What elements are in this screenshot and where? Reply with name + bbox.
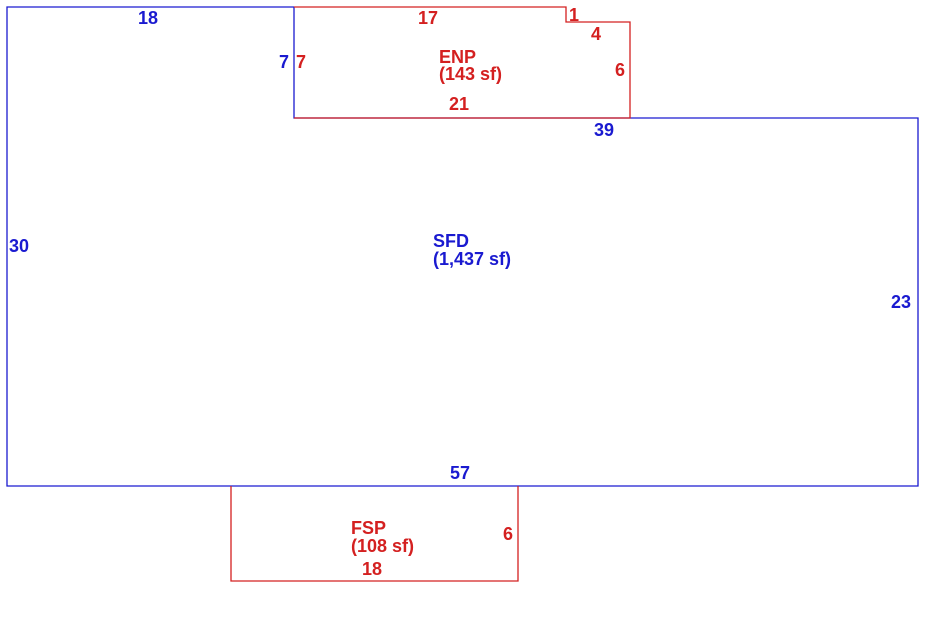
enp-left-dimension: 7 <box>296 52 306 72</box>
enp-area-size: (143 sf) <box>439 64 502 84</box>
enp-top-dimension: 17 <box>418 8 438 28</box>
sfd-left-dimension: 30 <box>9 236 29 256</box>
enp-step-width-dimension: 4 <box>591 24 601 44</box>
fsp-area-name: FSP <box>351 518 386 538</box>
sfd-area-name: SFD <box>433 231 469 251</box>
fsp-bottom-dimension: 18 <box>362 559 382 579</box>
enp-right-dimension: 6 <box>615 60 625 80</box>
fsp-outline <box>230 486 519 582</box>
sfd-right-dimension: 23 <box>891 292 911 312</box>
sfd-top-dimension: 18 <box>138 8 158 28</box>
sfd-middle-top-dimension: 39 <box>594 120 614 140</box>
enp-bottom-dimension: 21 <box>449 94 469 114</box>
sfd-area-size: (1,437 sf) <box>433 249 511 269</box>
enp-area-name: ENP <box>439 47 476 67</box>
sfd-bottom-dimension: 57 <box>450 463 470 483</box>
sfd-notch-dimension: 7 <box>279 52 289 72</box>
enp-step-dimension: 1 <box>569 5 579 25</box>
fsp-area-size: (108 sf) <box>351 536 414 556</box>
fsp-right-dimension: 6 <box>503 524 513 544</box>
enp-outline <box>294 6 631 119</box>
